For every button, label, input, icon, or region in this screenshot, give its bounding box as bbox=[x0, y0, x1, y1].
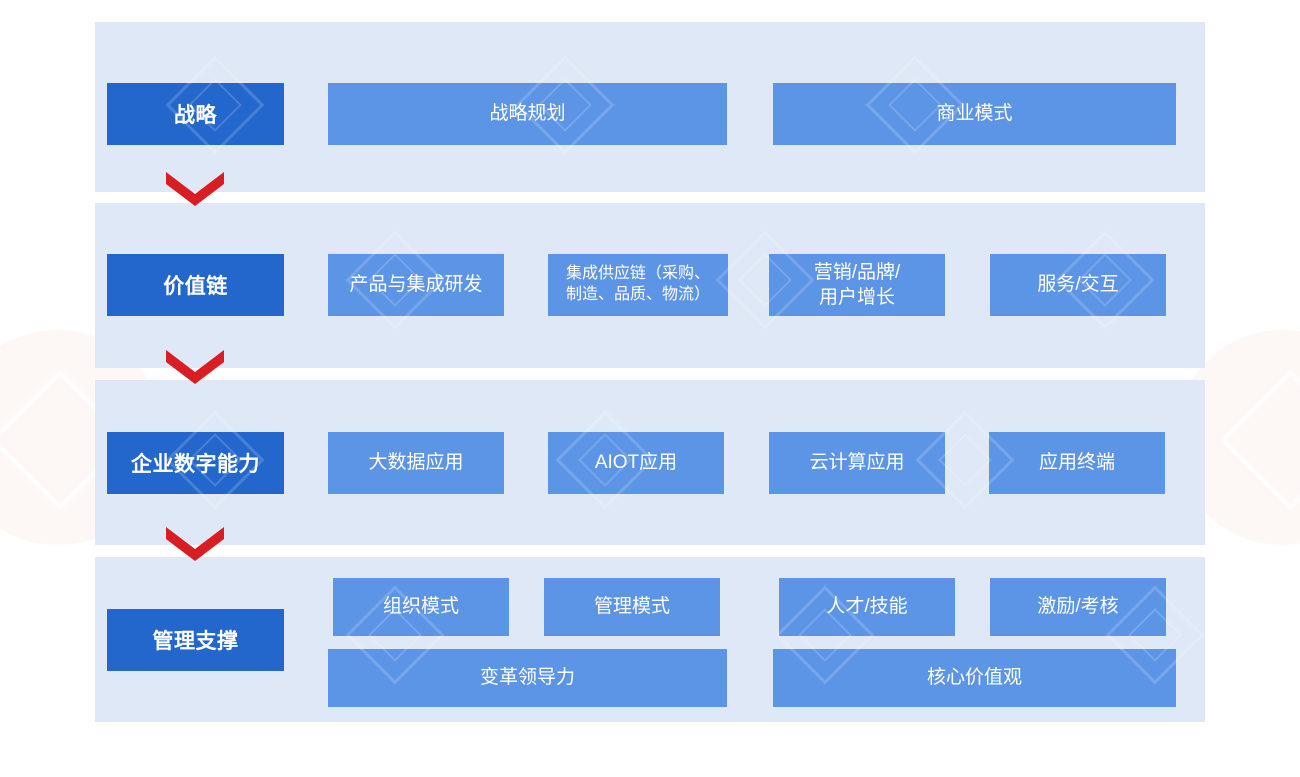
chevron-down-icon bbox=[166, 527, 224, 561]
cell-organization-model[interactable]: 组织模式 bbox=[333, 578, 509, 636]
cell-incentive-assessment[interactable]: 激励/考核 bbox=[990, 578, 1166, 636]
band-value-chain: 价值链 产品与集成研发 集成供应链（采购、 制造、品质、物流） 营销/品牌/ 用… bbox=[95, 203, 1205, 368]
cell-cloud-computing-application[interactable]: 云计算应用 bbox=[769, 432, 945, 494]
cell-talent-skills[interactable]: 人才/技能 bbox=[779, 578, 955, 636]
cell-application-terminal[interactable]: 应用终端 bbox=[989, 432, 1165, 494]
band-digital-capability: 企业数字能力 大数据应用 AIOT应用 云计算应用 应用终端 bbox=[95, 380, 1205, 545]
chevron-down-icon bbox=[166, 350, 224, 384]
cell-strategy-planning[interactable]: 战略规划 bbox=[328, 83, 727, 145]
cell-service-interaction[interactable]: 服务/交互 bbox=[990, 254, 1166, 316]
cell-core-values[interactable]: 核心价值观 bbox=[773, 649, 1176, 707]
pillar-value-chain[interactable]: 价值链 bbox=[107, 254, 284, 316]
pillar-management-support[interactable]: 管理支撑 bbox=[107, 609, 284, 671]
cell-product-rd[interactable]: 产品与集成研发 bbox=[328, 254, 504, 316]
cell-business-model[interactable]: 商业模式 bbox=[773, 83, 1176, 145]
pillar-strategy[interactable]: 战略 bbox=[107, 83, 284, 145]
band-management-support: 管理支撑 组织模式 管理模式 人才/技能 激励/考核 变革领导力 核心价值观 bbox=[95, 557, 1205, 722]
cell-change-leadership[interactable]: 变革领导力 bbox=[328, 649, 727, 707]
pillar-digital-capability[interactable]: 企业数字能力 bbox=[107, 432, 284, 494]
cell-management-model[interactable]: 管理模式 bbox=[544, 578, 720, 636]
cell-integrated-supply-chain[interactable]: 集成供应链（采购、 制造、品质、物流） bbox=[548, 254, 728, 316]
cell-big-data-application[interactable]: 大数据应用 bbox=[328, 432, 504, 494]
cell-marketing-brand-growth[interactable]: 营销/品牌/ 用户增长 bbox=[769, 254, 945, 316]
chevron-down-icon bbox=[166, 172, 224, 206]
cell-aiot-application[interactable]: AIOT应用 bbox=[548, 432, 724, 494]
band-strategy: 战略 战略规划 商业模式 bbox=[95, 22, 1205, 192]
